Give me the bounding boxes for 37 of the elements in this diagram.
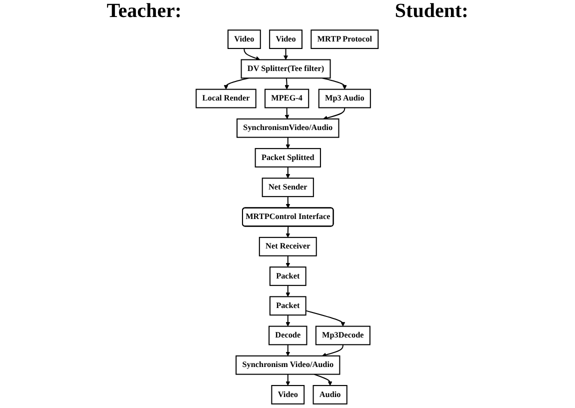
node-box: Packet bbox=[270, 266, 307, 286]
node-box: MRTP Protocol bbox=[311, 30, 379, 49]
arrow bbox=[286, 137, 290, 149]
node-box: Mp3 Audio bbox=[318, 88, 372, 108]
node-box: Video bbox=[272, 385, 305, 404]
node-box: SynchronismVideo/Audio bbox=[236, 118, 340, 138]
node-box: DV Splitter(Tee filter) bbox=[241, 59, 332, 79]
arrow bbox=[284, 78, 290, 90]
section-heading: Teacher: bbox=[106, 0, 182, 24]
arrow bbox=[314, 374, 333, 386]
section-heading: Student: bbox=[394, 0, 468, 24]
node-box: Audio bbox=[313, 385, 348, 404]
arrow bbox=[323, 108, 346, 120]
arrow bbox=[244, 48, 261, 60]
arrow bbox=[286, 226, 290, 238]
arrow bbox=[306, 310, 346, 326]
arrow bbox=[286, 196, 291, 208]
node-box: Video bbox=[228, 30, 262, 49]
arrow bbox=[286, 374, 290, 386]
node-box: Video bbox=[269, 30, 303, 49]
node-box: MPEG-4 bbox=[264, 88, 310, 108]
arrow bbox=[322, 344, 344, 358]
node-box: Mp3Decode bbox=[316, 326, 371, 346]
node-box: Net Sender bbox=[262, 178, 314, 198]
arrow bbox=[286, 315, 290, 326]
arrow bbox=[286, 256, 290, 268]
node-box: Decode bbox=[268, 326, 308, 346]
arrow bbox=[286, 166, 290, 178]
arrow bbox=[286, 344, 290, 356]
node-box: Packet bbox=[270, 296, 307, 316]
arrow bbox=[286, 285, 290, 297]
arrow bbox=[285, 108, 290, 120]
node-box: Packet Splitted bbox=[255, 148, 322, 168]
node-box: Local Render bbox=[196, 88, 257, 108]
node-box: Synchronism Video/Audio bbox=[236, 355, 341, 375]
arrow bbox=[284, 48, 288, 60]
node-box: Net Receiver bbox=[259, 236, 318, 256]
